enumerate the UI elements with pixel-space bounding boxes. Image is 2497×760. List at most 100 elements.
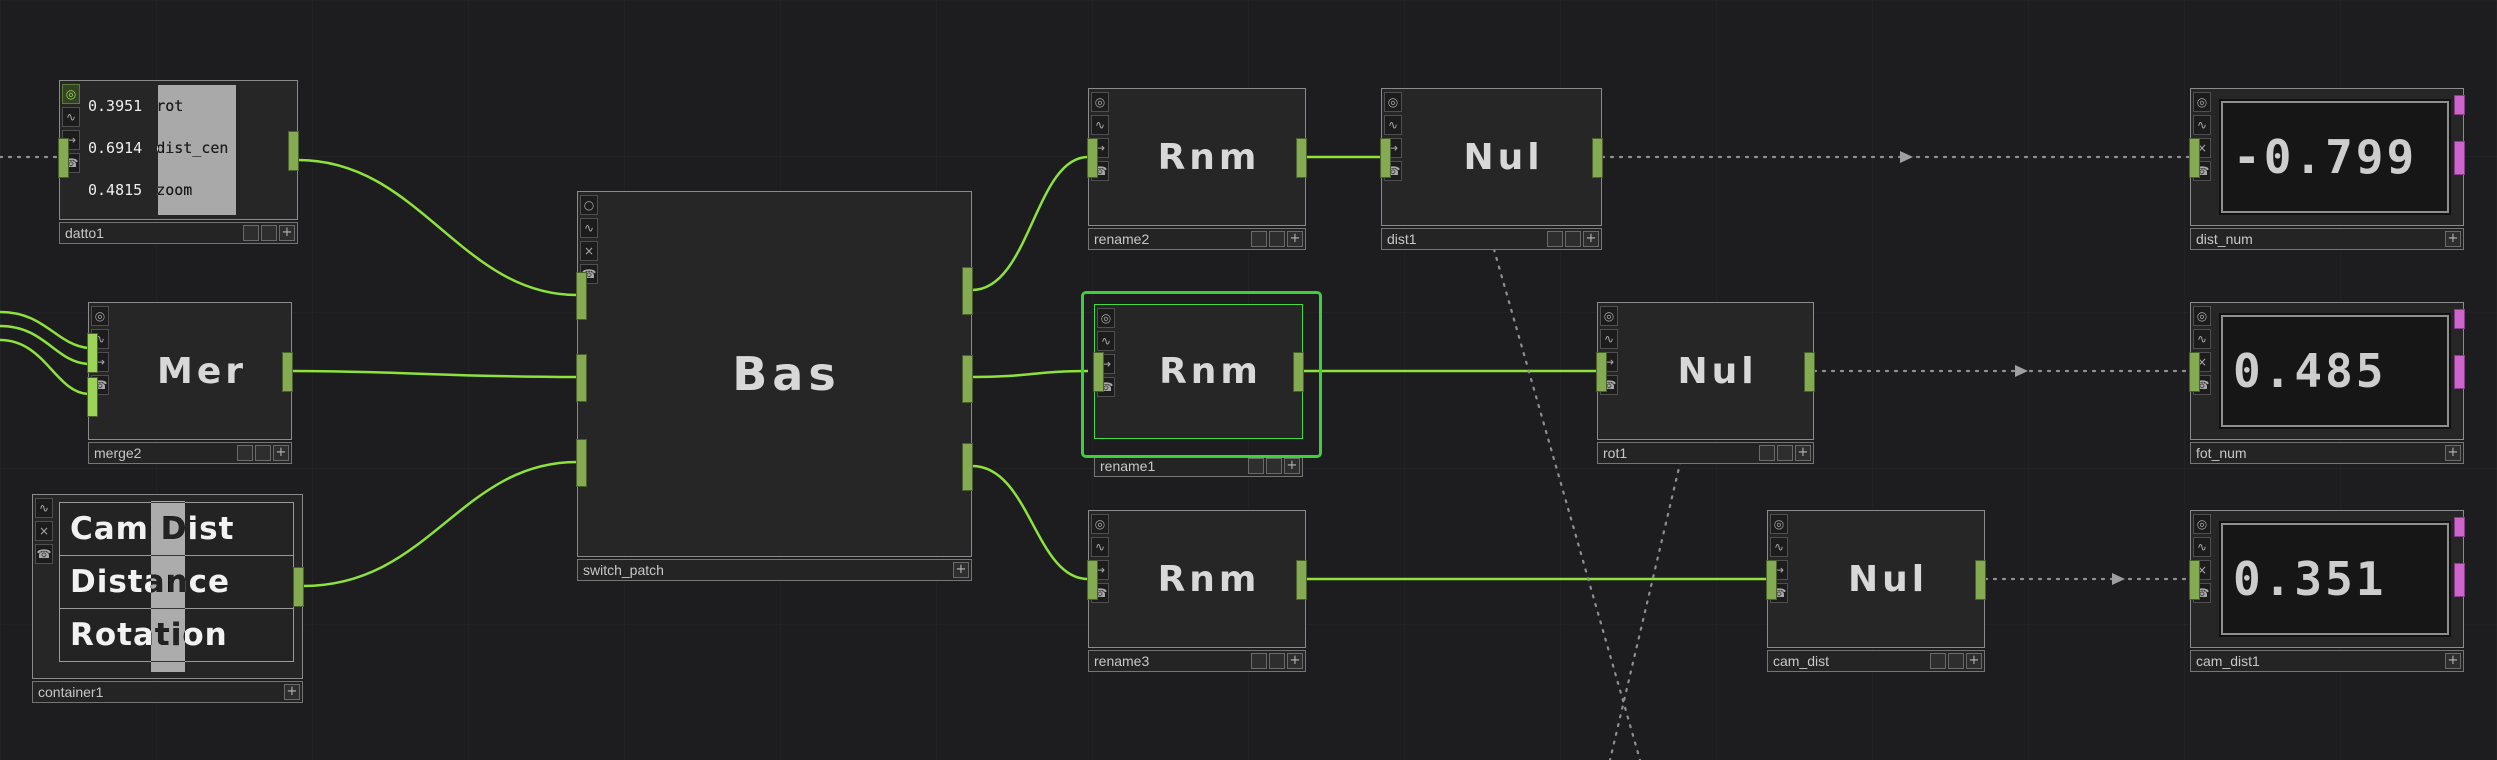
plot-flag-icon[interactable]: ∿: [35, 498, 53, 518]
plot-flag-icon[interactable]: ∿: [580, 218, 598, 238]
plot-flag-icon[interactable]: ∿: [1091, 537, 1109, 557]
flag-box[interactable]: [1251, 653, 1267, 669]
node-name-bar[interactable]: cam_dist1 +: [2190, 650, 2464, 672]
plus-box[interactable]: +: [273, 445, 289, 461]
flag-box[interactable]: [1248, 458, 1264, 474]
input-connector[interactable]: [1380, 138, 1391, 178]
input-connector[interactable]: [2189, 352, 2200, 392]
flag-box[interactable]: [237, 445, 253, 461]
input-connector[interactable]: [87, 377, 98, 417]
flag-box[interactable]: [1547, 231, 1563, 247]
node-datto1[interactable]: ◎ ∿ → ☎ 0.3951 rot 0.6914 dist_cen 0.481…: [58, 80, 299, 220]
output-connector[interactable]: [1592, 138, 1603, 178]
viewer-flag-icon[interactable]: ◎: [1600, 306, 1618, 326]
node-name-bar[interactable]: switch_patch +: [577, 559, 972, 581]
input-connector[interactable]: [576, 272, 587, 320]
flag-box[interactable]: [255, 445, 271, 461]
viewer-flag-icon[interactable]: ○: [580, 195, 598, 215]
plus-box[interactable]: +: [1287, 231, 1303, 247]
plot-flag-icon[interactable]: ∿: [1091, 115, 1109, 135]
plot-flag-icon[interactable]: ∿: [2193, 329, 2211, 349]
distance-button[interactable]: Distance: [59, 555, 294, 609]
input-connector[interactable]: [1766, 560, 1777, 600]
node-name-bar[interactable]: datto1 +: [59, 222, 298, 244]
output-connector[interactable]: [1804, 352, 1815, 392]
input-connector[interactable]: [2189, 560, 2200, 600]
node-rename3[interactable]: ◎ ∿ → ☎ Rnm: [1087, 510, 1307, 648]
node-fot-num[interactable]: ◎ ∿ × ☎ 0.485: [2189, 302, 2465, 440]
output-connector[interactable]: [962, 267, 973, 315]
output-connector[interactable]: [2454, 563, 2465, 597]
viewer-flag-icon[interactable]: ◎: [1770, 514, 1788, 534]
input-connector[interactable]: [2189, 138, 2200, 178]
node-dist1[interactable]: ◎ ∿ → ☎ Nul: [1380, 88, 1603, 226]
output-connector[interactable]: [293, 567, 304, 607]
output-connector[interactable]: [2454, 141, 2465, 175]
plus-box[interactable]: +: [1966, 653, 1982, 669]
flag-box[interactable]: [1266, 458, 1282, 474]
output-connector[interactable]: [1296, 560, 1307, 600]
plus-box[interactable]: +: [1583, 231, 1599, 247]
input-connector[interactable]: [87, 333, 98, 373]
node-rename1[interactable]: ◎ ∿ → ☎ Rnm: [1093, 304, 1304, 439]
node-name-bar[interactable]: rename3 +: [1088, 650, 1306, 672]
viewer-flag-icon[interactable]: ◎: [2193, 514, 2211, 534]
plus-box[interactable]: +: [1795, 445, 1811, 461]
input-connector[interactable]: [1087, 138, 1098, 178]
plus-box[interactable]: +: [2445, 445, 2461, 461]
flag-box[interactable]: [1251, 231, 1267, 247]
viewer-flag-icon[interactable]: ◎: [2193, 306, 2211, 326]
plot-flag-icon[interactable]: ∿: [1600, 329, 1618, 349]
node-name-bar[interactable]: cam_dist +: [1767, 650, 1985, 672]
node-cam-dist1[interactable]: ◎ ∿ × ☎ 0.351: [2189, 510, 2465, 648]
input-connector[interactable]: [1093, 352, 1104, 392]
input-connector[interactable]: [576, 439, 587, 487]
rotation-button[interactable]: Rotation: [59, 608, 294, 662]
node-switch-patch[interactable]: ○ ∿ × ☎ Bas: [576, 191, 973, 557]
plus-box[interactable]: +: [2445, 653, 2461, 669]
input-connector[interactable]: [1087, 560, 1098, 600]
node-name-bar[interactable]: merge2 +: [88, 442, 292, 464]
plot-flag-icon[interactable]: ∿: [62, 107, 80, 127]
output-connector[interactable]: [2454, 355, 2465, 389]
node-name-bar[interactable]: rot1 +: [1597, 442, 1814, 464]
node-dist-num[interactable]: ◎ ∿ × ☎ -0.799: [2189, 88, 2465, 226]
node-name-bar[interactable]: fot_num +: [2190, 442, 2464, 464]
output-connector[interactable]: [1296, 138, 1307, 178]
output-connector[interactable]: [288, 131, 299, 171]
flag-box[interactable]: [1930, 653, 1946, 669]
flag-box[interactable]: [1565, 231, 1581, 247]
plot-flag-icon[interactable]: ∿: [1770, 537, 1788, 557]
flag-box[interactable]: [243, 225, 259, 241]
plus-box[interactable]: +: [1284, 458, 1300, 474]
output-connector[interactable]: [282, 352, 293, 392]
viewer-flag-icon[interactable]: ◎: [91, 306, 109, 326]
input-connector[interactable]: [58, 138, 69, 178]
viewer-flag-icon[interactable]: ◎: [2193, 92, 2211, 112]
node-name-bar[interactable]: rename1 +: [1094, 455, 1303, 477]
node-rot1[interactable]: ◎ ∿ → ☎ Nul: [1596, 302, 1815, 440]
plot-flag-icon[interactable]: ∿: [2193, 115, 2211, 135]
output-connector[interactable]: [2454, 95, 2465, 115]
plus-box[interactable]: +: [2445, 231, 2461, 247]
node-name-bar[interactable]: dist1 +: [1381, 228, 1602, 250]
flag-box[interactable]: [1759, 445, 1775, 461]
plot-flag-icon[interactable]: ∿: [1384, 115, 1402, 135]
output-connector[interactable]: [1975, 560, 1986, 600]
lock-flag-icon[interactable]: ☎: [35, 544, 53, 564]
plot-flag-icon[interactable]: ∿: [1097, 331, 1115, 351]
node-container1[interactable]: ∿ × ☎ Cam Dist Distance Rotation: [32, 494, 304, 679]
plot-flag-icon[interactable]: ∿: [2193, 537, 2211, 557]
input-connector[interactable]: [576, 354, 587, 402]
plus-box[interactable]: +: [284, 684, 300, 700]
output-connector[interactable]: [1293, 352, 1304, 392]
viewer-flag-icon[interactable]: ◎: [1091, 514, 1109, 534]
node-name-bar[interactable]: container1 +: [32, 681, 303, 703]
output-connector[interactable]: [962, 355, 973, 403]
flag-box[interactable]: [1269, 653, 1285, 669]
node-cam-dist[interactable]: ◎ ∿ → ☎ Nul: [1766, 510, 1986, 648]
cam-dist-button[interactable]: Cam Dist: [59, 502, 294, 556]
cross-flag-icon[interactable]: ×: [580, 241, 598, 261]
node-rename2[interactable]: ◎ ∿ → ☎ Rnm: [1087, 88, 1307, 226]
